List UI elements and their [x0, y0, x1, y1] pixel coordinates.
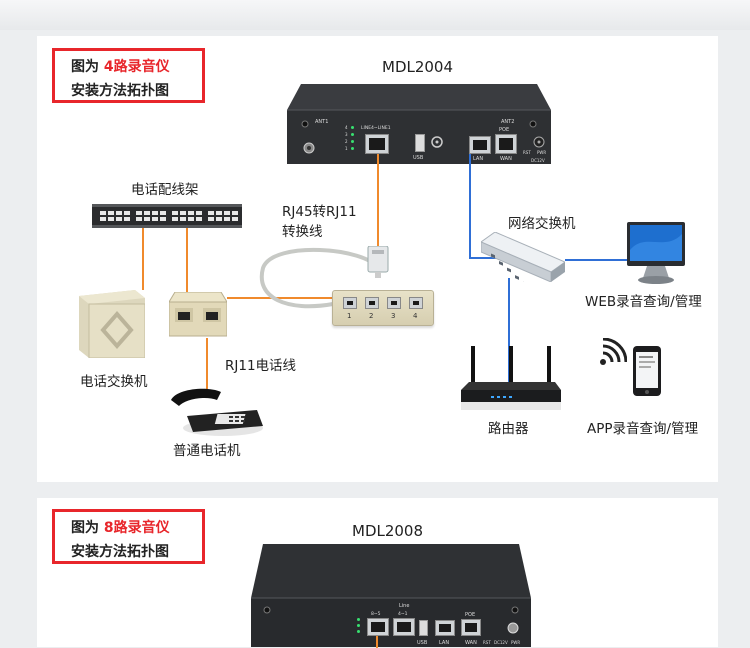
usb-label: USB: [417, 640, 427, 646]
led-indicator: [357, 618, 360, 621]
splitter-body: [169, 292, 227, 338]
patch-panel: [92, 204, 242, 228]
app-manage-label: APP录音查询/管理: [587, 417, 698, 437]
usb-port[interactable]: [419, 620, 428, 636]
rj11-splitter-4port: 1 2 3 4: [332, 290, 434, 326]
splitter-num-4: 4: [413, 312, 417, 320]
title-highlight: 8路录音仪: [104, 520, 170, 536]
rj45-plug: [365, 246, 391, 278]
wan-label: WAN: [465, 640, 477, 646]
adapter-label-line2: 转换线: [282, 220, 323, 240]
splitter-num-3: 3: [391, 312, 395, 320]
splitter-port[interactable]: [387, 297, 401, 309]
pbx-box: [79, 290, 145, 358]
router-label: 路由器: [488, 417, 529, 437]
line-label: Line: [399, 603, 409, 609]
title-line2: 安装方法拓扑图: [71, 540, 202, 564]
smartphone-icon: [633, 346, 663, 396]
pbx-label: 电话交换机: [80, 370, 148, 390]
recorder-body: [251, 544, 531, 647]
splitter-num-1: 1: [347, 312, 351, 320]
led-indicator: [357, 624, 360, 627]
port-a-label: 8~5: [371, 612, 381, 617]
line-port-4-1[interactable]: [393, 618, 415, 636]
topology-panel-8ch: 图为 8路录音仪 安装方法拓扑图 MDL2008 Line 8~5 4~1 US…: [37, 498, 718, 647]
wan-port[interactable]: [461, 619, 481, 636]
web-manage-label: WEB录音查询/管理: [585, 290, 702, 310]
title-box: 图为 8路录音仪 安装方法拓扑图: [52, 509, 205, 564]
splitter-port[interactable]: [343, 297, 357, 309]
rj11-splitter-2port: [169, 292, 227, 338]
recorder-device: Line 8~5 4~1 USB LAN POE WAN RST DC12V P…: [251, 544, 531, 647]
port-b-label: 4~1: [398, 612, 408, 617]
telephone-icon: [167, 386, 267, 438]
led-indicator: [357, 630, 360, 633]
pwr-label: PWR: [511, 640, 520, 645]
pc-monitor-icon: [625, 222, 691, 288]
rj11-line-label: RJ11电话线: [225, 354, 296, 374]
model-label: MDL2008: [352, 522, 423, 540]
router-icon: [461, 346, 561, 412]
title-prefix: 图为: [71, 520, 104, 536]
switch-label: 网络交换机: [508, 212, 576, 232]
splitter-num-2: 2: [369, 312, 373, 320]
splitter-port[interactable]: [409, 297, 423, 309]
dc-label: DC12V: [494, 640, 508, 645]
lan-port[interactable]: [435, 620, 455, 636]
topology-panel-4ch: 图为 4路录音仪 安装方法拓扑图 MDL2004 ANT1 ANT2 4 3 2…: [37, 36, 718, 482]
wifi-icon: [597, 338, 627, 366]
network-switch-icon: [481, 232, 565, 282]
phone-label: 普通电话机: [173, 439, 241, 459]
poe-label: POE: [465, 612, 475, 618]
phone-wire: [375, 636, 379, 648]
line-port-8-5[interactable]: [367, 618, 389, 636]
rst-label: RST: [483, 640, 491, 645]
lan-label: LAN: [439, 640, 449, 646]
adapter-label-line1: RJ45转RJ11: [282, 200, 357, 220]
top-strip: [0, 0, 750, 30]
patch-panel-label: 电话配线架: [131, 178, 199, 198]
splitter-port[interactable]: [365, 297, 379, 309]
